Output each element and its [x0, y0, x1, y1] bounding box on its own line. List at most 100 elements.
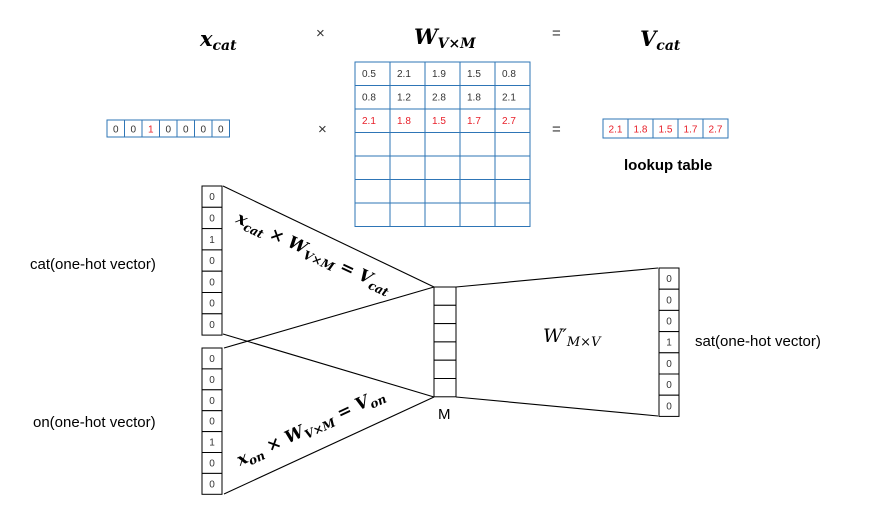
- matrix-cell: [424, 179, 461, 204]
- on-vector-cell: [201, 472, 223, 495]
- onehot-input-value: 0: [130, 125, 136, 136]
- on-vector-value: 0: [209, 354, 215, 365]
- cat-vector-cell: [201, 313, 223, 336]
- matrix-cell: [389, 202, 426, 227]
- on-label: on(one-hot vector): [33, 414, 156, 431]
- matrix-cell: [389, 155, 426, 180]
- matrix-cell: [459, 202, 496, 227]
- hidden-cell: [433, 378, 457, 398]
- cat-vector-value: 0: [209, 256, 215, 267]
- matrix-cell: [354, 202, 391, 227]
- matrix-cell: [389, 179, 426, 204]
- result-value: 2.7: [709, 125, 723, 136]
- header-v-cat: Vcat: [640, 26, 681, 54]
- matrix-cell: [459, 132, 496, 157]
- matrix-value: 0.8: [502, 69, 516, 80]
- cat-vector-value: 0: [209, 192, 215, 203]
- cat-label: cat(one-hot vector): [30, 256, 156, 273]
- matrix-value: 1.5: [432, 116, 446, 127]
- sat-top-line: [455, 267, 659, 288]
- matrix-value: 0.8: [362, 93, 376, 104]
- matrix-cell: [424, 155, 461, 180]
- sat-vector-value: 1: [666, 338, 672, 349]
- eq-top: xcat × WV×M = Vcat: [231, 208, 394, 300]
- hidden-cell: [433, 323, 457, 343]
- cat-top-line: [222, 185, 435, 288]
- on-vector-value: 0: [209, 479, 215, 490]
- hidden-cell: [433, 359, 457, 380]
- sat-onehot-vector: 0 0 0 1 0 0 0: [658, 267, 680, 417]
- onehot-input-value: 0: [218, 125, 224, 136]
- on-top-line: [223, 286, 435, 349]
- matrix-value: 2.1: [397, 69, 411, 80]
- onehot-input-cell: [211, 119, 230, 138]
- row-equals: =: [552, 121, 561, 138]
- header-times: ×: [316, 25, 325, 42]
- result-vector: 2.1 1.8 1.5 1.7 2.7: [602, 118, 729, 139]
- hidden-layer-vector: [433, 286, 457, 398]
- matrix-value: 1.8: [467, 93, 481, 104]
- onehot-input-value: 0: [165, 125, 171, 136]
- result-value: 2.1: [609, 125, 623, 136]
- weight-matrix: 0.5 2.1 1.9 1.5 0.8 0.8 1.2 2.8 1.8 2.1 2.1 1.8 1.5 1…: [354, 61, 531, 227]
- result-value: 1.7: [684, 125, 698, 136]
- cat-vector-value: 1: [209, 235, 215, 246]
- header-w: WV×M: [414, 24, 476, 52]
- matrix-cell: [494, 179, 531, 204]
- onehot-input-value: 1: [148, 125, 154, 136]
- hidden-size-label: M: [438, 406, 451, 423]
- matrix-value: 2.8: [432, 93, 446, 104]
- matrix-value: 1.8: [397, 116, 411, 127]
- cat-vector-value: 0: [209, 299, 215, 310]
- row-times: ×: [318, 121, 327, 138]
- sat-vector-value: 0: [666, 295, 672, 306]
- matrix-value: 1.9: [432, 69, 446, 80]
- onehot-input-value: 0: [183, 125, 189, 136]
- network-lines: [222, 185, 659, 495]
- matrix-value: 1.7: [467, 116, 481, 127]
- matrix-cell: [494, 132, 531, 157]
- result-value: 1.5: [659, 125, 673, 136]
- result-value: 1.8: [634, 125, 648, 136]
- cat-vector-value: 0: [209, 213, 215, 224]
- matrix-cell: [494, 155, 531, 180]
- sat-label: sat(one-hot vector): [695, 333, 821, 350]
- matrix-cell: [354, 155, 391, 180]
- matrix-value: 1.5: [467, 69, 481, 80]
- cat-vector-value: 0: [209, 320, 215, 331]
- matrix-cell: [354, 179, 391, 204]
- matrix-value: 0.5: [362, 69, 376, 80]
- sat-vector-value: 0: [666, 274, 672, 285]
- matrix-cell: [389, 132, 426, 157]
- lookup-table-label: lookup table: [624, 157, 712, 174]
- sat-vector-value: 0: [666, 359, 672, 370]
- matrix-cell: [424, 132, 461, 157]
- sat-vector-value: 0: [666, 380, 672, 391]
- matrix-value: 2.7: [502, 116, 516, 127]
- matrix-value: 2.1: [502, 93, 516, 104]
- cat-vector-value: 0: [209, 277, 215, 288]
- on-vector-value: 0: [209, 396, 215, 407]
- result-cell: [702, 118, 729, 139]
- matrix-cell: [459, 155, 496, 180]
- header-equals: =: [552, 25, 561, 42]
- matrix-value: 2.1: [362, 116, 376, 127]
- w-prime-label: W′M×V: [543, 325, 602, 350]
- sat-vector-value: 0: [666, 317, 672, 328]
- hidden-cell: [433, 286, 457, 306]
- header-x-cat: xcat: [199, 26, 237, 54]
- matrix-cell: [424, 202, 461, 227]
- matrix-value: 1.2: [397, 93, 411, 104]
- matrix-cell: [354, 132, 391, 157]
- sat-vector-value: 0: [666, 401, 672, 412]
- on-bottom-line: [223, 396, 435, 495]
- matrix-cell: [494, 202, 531, 227]
- on-vector-value: 0: [209, 417, 215, 428]
- on-vector-value: 0: [209, 375, 215, 386]
- sat-bottom-line: [455, 396, 659, 417]
- sat-vector-cell: [658, 394, 680, 417]
